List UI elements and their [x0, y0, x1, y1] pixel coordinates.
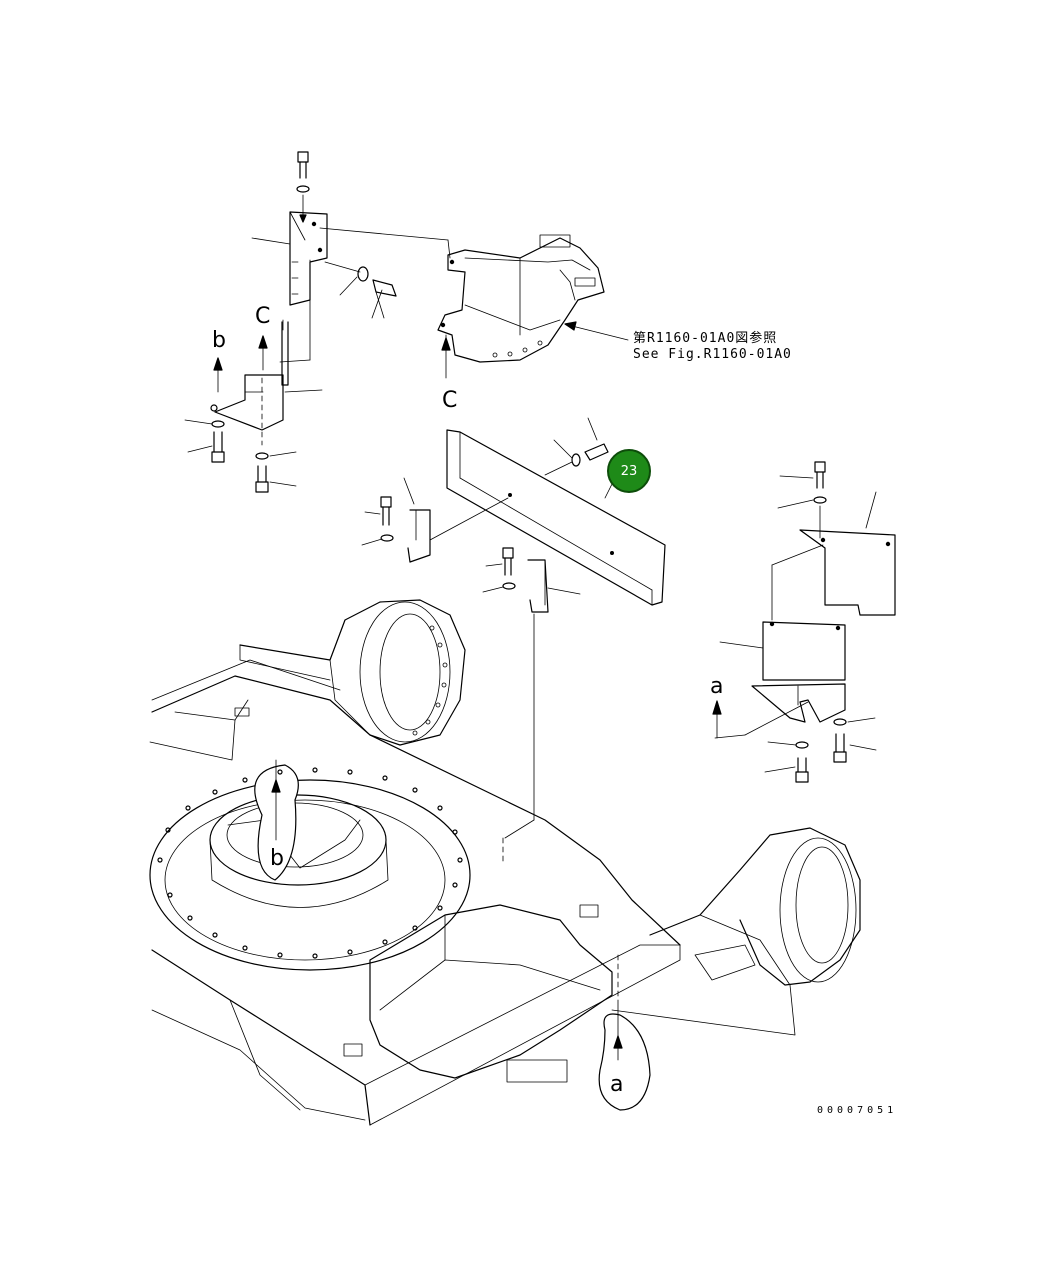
view-a-label-top: a: [710, 674, 724, 699]
angle-beam: [446, 417, 666, 606]
upper-bracket-assembly: [184, 151, 451, 493]
view-c-label-bottom: C: [442, 388, 458, 413]
main-frame: [149, 599, 861, 1126]
part-callout-number: 23: [620, 463, 638, 479]
part-callout-23[interactable]: 23: [607, 449, 651, 493]
small-clip-center: [482, 547, 581, 863]
drawing-code: 00007051: [817, 1105, 898, 1116]
cover-assembly: [437, 234, 629, 379]
right-plate-assembly: [712, 461, 896, 783]
view-c-label-top: C: [255, 304, 271, 329]
reference-note-english: See Fig.R1160-01A0: [633, 347, 792, 362]
view-b-label-top: b: [212, 328, 226, 353]
small-clip-left: [361, 477, 509, 563]
view-b-label-bottom: b: [270, 846, 284, 871]
reference-note-japanese: 第R1160-01A0図参照: [633, 331, 778, 346]
view-a-label-bottom: a: [610, 1072, 624, 1097]
